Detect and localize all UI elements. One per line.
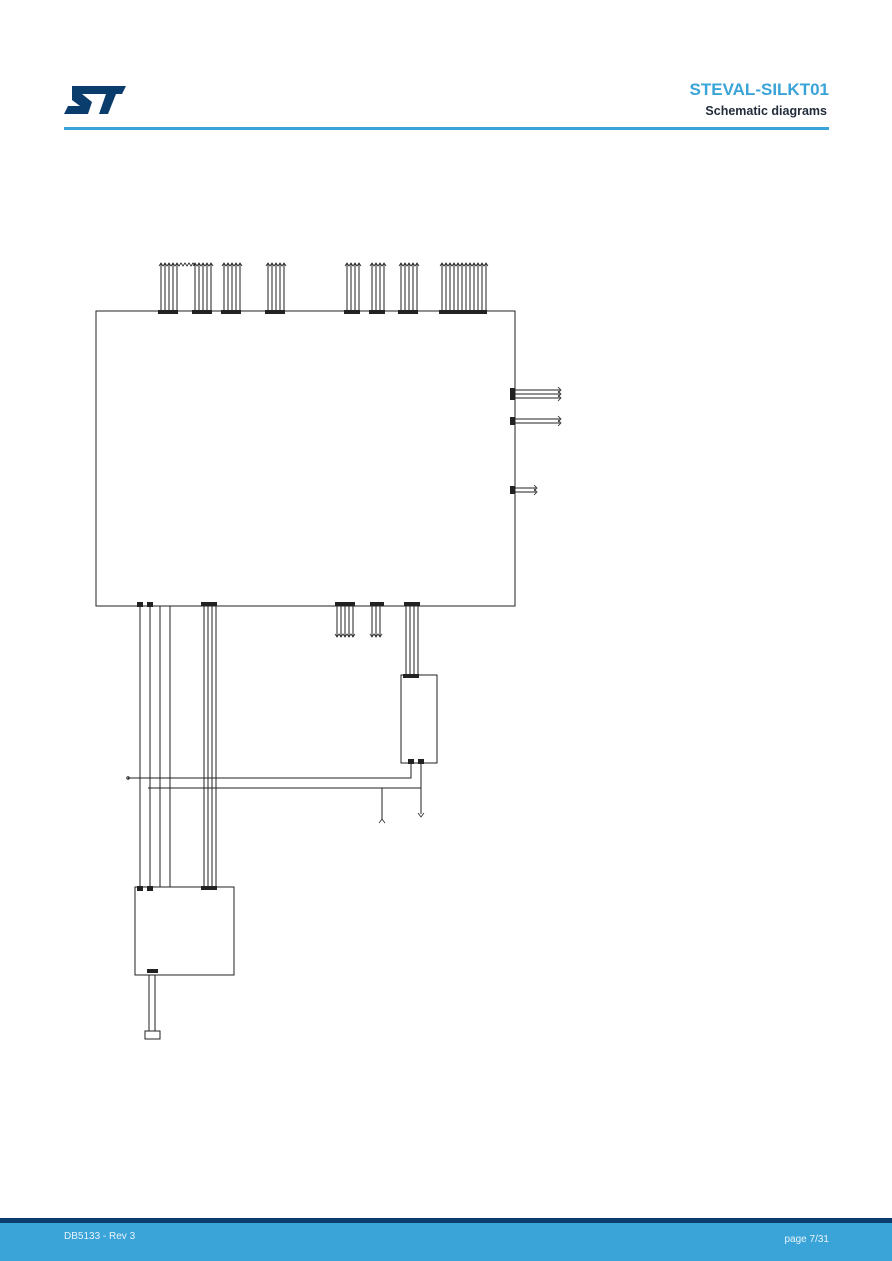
right-nets: [515, 386, 562, 496]
document-title: STEVAL-SILKT01: [689, 80, 829, 99]
right-small-block: [400, 674, 438, 764]
document-id: DB5133 - Rev 3: [64, 1231, 136, 1242]
power-rails: [126, 763, 425, 824]
lower-left-block: [134, 886, 235, 976]
page-number: page 7/31: [784, 1234, 830, 1245]
section-subtitle: Schematic diagrams: [705, 104, 827, 118]
main-block: [95, 310, 516, 607]
top-bus-lines: [160, 264, 487, 311]
bottom-stubs: [334, 606, 383, 638]
footer-edge: [0, 1218, 892, 1223]
lower-connector: [144, 1030, 161, 1040]
header-divider: [64, 127, 829, 130]
st-logo-icon: [64, 86, 126, 114]
right-block-wires: [405, 606, 419, 675]
top-net-arrows: [158, 262, 489, 267]
lower-connector-wire: [148, 975, 156, 1031]
left-bus-wires: [139, 606, 217, 887]
pin-markers: [137, 310, 515, 973]
page-footer: DB5133 - Rev 3 page 7/31: [0, 1218, 892, 1261]
